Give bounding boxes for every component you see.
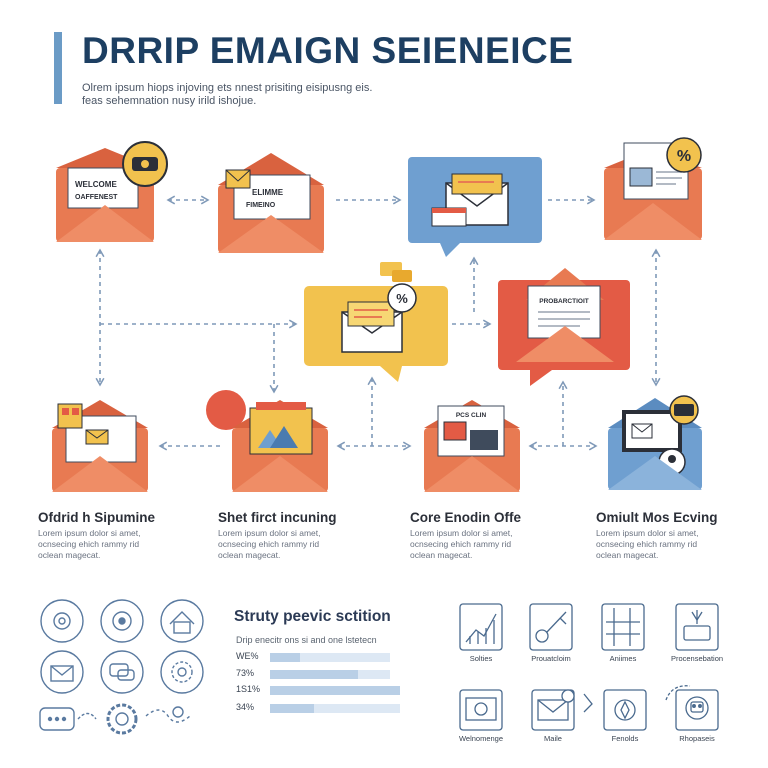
- card-text-4-line1: Lorem ipsum dolor si amet,: [596, 528, 699, 538]
- stats-section-title: Struty peevic sctition: [234, 608, 391, 625]
- icon-label-prouatcloim: Prouatcloim: [531, 654, 571, 663]
- stat-bar-2: [270, 670, 390, 679]
- icon-label-fenolds: Fenolds: [611, 734, 639, 743]
- page-title: DRRIP EMAIGN SEIENEICE: [82, 30, 574, 71]
- svg-text:%: %: [396, 291, 408, 306]
- stat-bar-1: [270, 653, 390, 662]
- page-subtitle: Olrem ipsum hiops injoving ets nnest pri…: [82, 82, 462, 108]
- stat-label-2: 73%: [236, 668, 255, 678]
- image-icon: [443, 421, 467, 441]
- stat-bar-1-fill: [270, 653, 300, 662]
- card-text-3-line2: ocnsecing ehich rammy rid: [410, 539, 512, 549]
- envelope-bottom-3-text: PCS CLIN: [456, 412, 487, 419]
- card-text-1-line1: Lorem ipsum dolor si amet,: [38, 528, 141, 538]
- grid-icon: [601, 603, 645, 651]
- card-text-3: Lorem ipsum dolor si amet, ocnsecing ehi…: [410, 528, 535, 561]
- card-title-4: Omiult Mos Ecving: [596, 510, 718, 525]
- card-text-1: Lorem ipsum dolor si amet, ocnsecing ehi…: [38, 528, 163, 561]
- card-title-3: Core Enodin Offe: [410, 510, 521, 525]
- card-text-2-line3: oclean magecat.: [218, 550, 281, 560]
- key-icon: [529, 603, 573, 651]
- percent-icon: [387, 283, 417, 313]
- message-dots-icon: [39, 707, 75, 731]
- subtitle-line-1: Olrem ipsum hiops injoving ets nnest pri…: [82, 82, 373, 94]
- icon-label-solties: Solties: [469, 654, 493, 663]
- envelope-elimme-line2: FIMEINO: [246, 202, 276, 209]
- download-icon: [675, 603, 719, 651]
- mail-open-icon: [40, 650, 84, 694]
- card-text-3-line3: oclean magecat.: [410, 550, 473, 560]
- target-icon: [100, 599, 144, 643]
- envelope-bottom-1: [52, 400, 148, 492]
- right-icon-grid: [459, 603, 719, 731]
- cog-icon: [160, 650, 204, 694]
- red-envelope-text: PROBARCTIOIT: [539, 298, 589, 305]
- mail-icon: [225, 169, 251, 189]
- percent-badge-icon: [666, 137, 702, 173]
- envelope-bottom-3: PCS CLIN: [424, 400, 520, 492]
- envelope-bottom-2: [206, 390, 328, 492]
- chat-icon: [100, 650, 144, 694]
- icon-label-maile: Maile: [544, 734, 562, 743]
- icon-label-procensebation: Procensebation: [670, 654, 724, 663]
- stat-bar-3-fill: [270, 686, 400, 695]
- card-text-1-line3: oclean magecat.: [38, 550, 101, 560]
- home-icon: [160, 599, 204, 643]
- card-title-1: Ofdrid h Sipumine: [38, 510, 155, 525]
- envelope-welcome: WELCOME OAFFENEST: [56, 141, 168, 242]
- card-text-3-line1: Lorem ipsum dolor si amet,: [410, 528, 513, 538]
- envelope-elimme-line1: ELIMME: [252, 188, 284, 197]
- envelope-bottom-4: [608, 395, 702, 490]
- envelope-welcome-line2: OAFFENEST: [75, 194, 118, 201]
- stat-bar-4-fill: [270, 704, 315, 713]
- envelope-elimme: ELIMME FIMEINO: [218, 153, 324, 253]
- card-text-2-line1: Lorem ipsum dolor si amet,: [218, 528, 321, 538]
- yellow-speech-bubble: %: [304, 262, 448, 382]
- link-icon: [172, 706, 184, 718]
- mail-icon: [531, 689, 575, 731]
- blue-speech-bubble: [408, 157, 542, 257]
- card-text-4-line3: oclean magecat.: [596, 550, 659, 560]
- card-text-2: Lorem ipsum dolor si amet, ocnsecing ehi…: [218, 528, 343, 561]
- envelope-welcome-line1: WELCOME: [75, 180, 117, 189]
- card-text-1-line2: ocnsecing ehich rammy rid: [38, 539, 140, 549]
- icon-label-rhopaseis: Rhopaseis: [679, 734, 715, 743]
- robot-icon: [675, 689, 719, 731]
- subtitle-line-2: feas sehemnation nusy irild ishojue.: [82, 95, 257, 107]
- chat-bubble-icon: [206, 390, 246, 430]
- settings-gear-icon: [106, 703, 138, 735]
- stat-bar-2-fill: [270, 670, 358, 679]
- chart-icon: [459, 603, 503, 651]
- envelope-discount: %: [604, 137, 702, 240]
- stats-section-subtitle: Drip enecitr ons si and one lstetecn: [236, 635, 377, 645]
- stat-label-3: 1S1%: [236, 684, 261, 694]
- image-icon: [629, 167, 653, 187]
- flow-connectors: [95, 195, 661, 451]
- card-title-2: Shet firct incuning: [218, 510, 337, 525]
- card-text-2-line2: ocnsecing ehich rammy rid: [218, 539, 320, 549]
- card-text-4-line2: ocnsecing ehich rammy rid: [596, 539, 698, 549]
- svg-text:%: %: [677, 148, 691, 165]
- video-icon: [459, 689, 503, 731]
- stat-bar-3: [270, 686, 400, 695]
- red-envelope-bubble: PROBARCTIOIT: [498, 268, 630, 386]
- stat-label-1: WE%: [236, 651, 259, 661]
- compass-icon: [603, 689, 647, 731]
- card-text-4: Lorem ipsum dolor si amet, ocnsecing ehi…: [596, 528, 721, 561]
- left-icon-cluster: [39, 599, 204, 735]
- stat-label-4: 34%: [236, 702, 255, 712]
- gear-icon: [40, 599, 84, 643]
- icon-label-welnomenge: Welnomenge: [458, 734, 504, 743]
- icon-label-aniimes: Aniimes: [609, 654, 637, 663]
- stat-bar-4: [270, 704, 400, 713]
- title-accent-bar: [54, 32, 62, 104]
